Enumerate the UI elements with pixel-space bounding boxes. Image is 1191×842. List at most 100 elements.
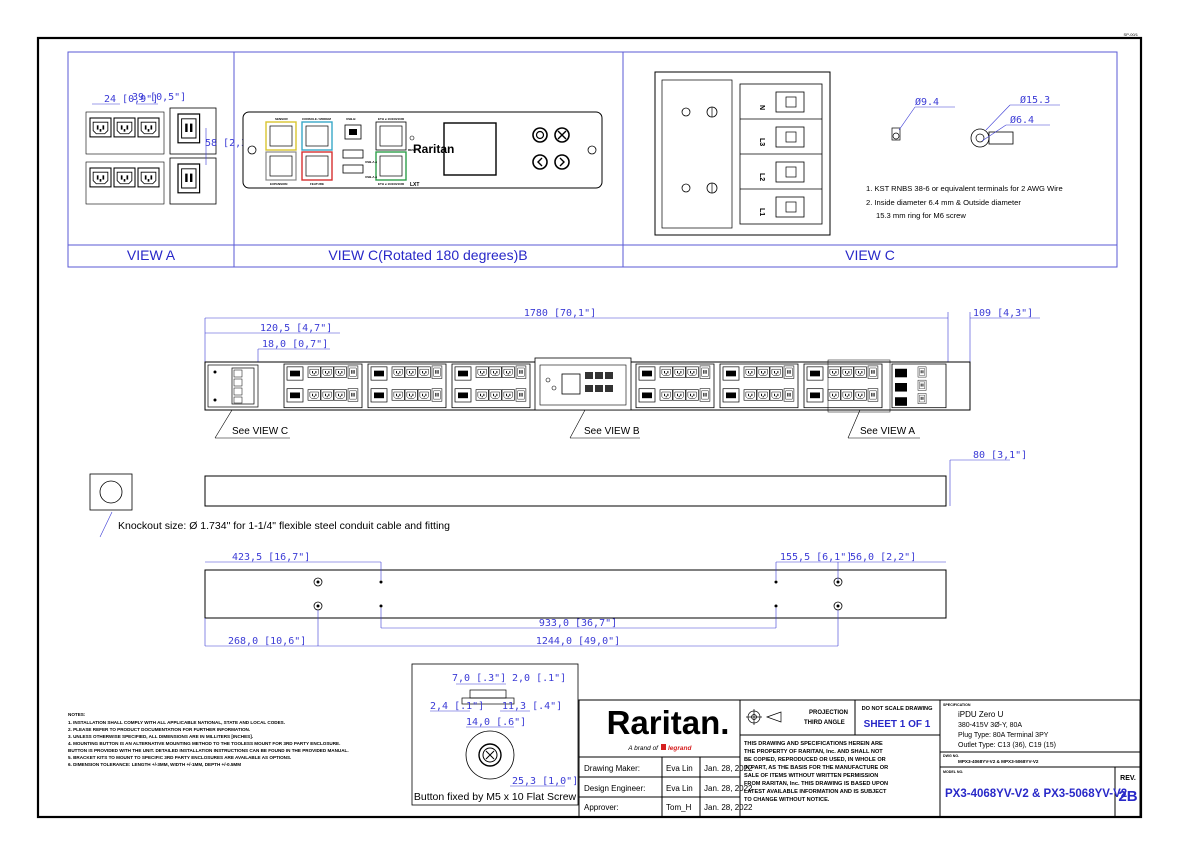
panel-label-eth2: ETH ø 10/100/1000 [378, 182, 405, 186]
disclaimer-line: BE COPIED, REPRODUCED OR USED, IN WHOLE … [744, 757, 886, 763]
panel-label-reset: RESET [408, 148, 418, 152]
row-date: Jan. 28, 2022 [704, 784, 753, 793]
note-item: 6. DIMENSION TOLERANCE: LENGTH +/-3MM, W… [68, 762, 241, 767]
terminal-label-l3: L3 [758, 138, 765, 146]
spec-line: iPDU Zero U [958, 710, 1004, 719]
note-item: BUTTON IS PROVIDED WITH THE UNIT. DETAIL… [68, 748, 349, 753]
button-dim-c: 2,4 [.1"] [430, 701, 484, 712]
diameter-small: Ø9.4 [915, 96, 939, 108]
back-dim-left-top: 423,5 [16,7"] [232, 552, 310, 563]
button-dim-d: 11,3 [.4"] [502, 701, 562, 712]
note-item: 2. PLEASE REFER TO PRODUCT DOCUMENTATION… [68, 727, 250, 732]
view-a-dim-width2: 39 [0,5"] [132, 92, 186, 103]
top-views-frame [67, 51, 1118, 268]
view-a-caption: VIEW A [127, 247, 176, 263]
diameter-large-inner: Ø6.4 [1010, 114, 1034, 126]
panel-label-usb-a1: USB-A ø [365, 160, 377, 164]
panel-label-sensor: SENSOR [275, 117, 289, 121]
spec-line: 380-415V 3Ø-Y, 80A [958, 722, 1022, 729]
title-block-logo: Raritan. [607, 704, 730, 741]
button-caption: Button fixed by M5 x 10 Flat Screw [414, 791, 577, 803]
back-dim-mount-span: 1244,0 [49,0"] [536, 636, 620, 647]
terminal-note-2: 2. Inside diameter 6.4 mm & Outside diam… [866, 198, 1021, 207]
spec-line: Plug Type: 80A Terminal 3PY [958, 732, 1049, 739]
button-dim-e: 14,0 [.6"] [466, 717, 526, 728]
panel-label-console: CONSOLE / MODEM [302, 117, 331, 121]
front-dim-terminal-offset: 18,0 [0,7"] [262, 339, 328, 350]
front-dim-overall: 1780 [70,1"] [524, 308, 596, 319]
front-dim-right-end: 109 [4,3"] [973, 308, 1033, 319]
panel-sub-brand: LXT [410, 182, 419, 188]
corner-code: SP-00/1 [1124, 32, 1139, 37]
disclaimer-text: THIS DRAWING AND SPECIFICATIONS HEREIN A… [744, 741, 888, 803]
note-item: 5. BRACKET KITS TO MOUNT TO SPECIFIC 3RD… [68, 755, 291, 760]
disclaimer-line: SALE OF ITEMS WITHOUT WRITTEN PERMISSION [744, 773, 878, 779]
pdu-back-body [204, 569, 947, 619]
terminal-label-l2: L2 [758, 173, 765, 181]
model-label: MODEL NO. [943, 770, 963, 774]
button-detail [411, 663, 579, 806]
knockout-note: Knockout size: Ø 1.734" for 1-1/4" flexi… [118, 520, 450, 532]
terminal-label-l1: L1 [758, 208, 765, 216]
sheet-number: SHEET 1 OF 1 [864, 719, 931, 730]
back-dim-left-bottom: 268,0 [10,6"] [228, 636, 306, 647]
side-dim-depth: 80 [3,1"] [973, 450, 1027, 461]
back-dim-right-edge: 56,0 [2,2"] [850, 552, 916, 563]
front-leader-lines [214, 409, 920, 439]
panel-label-feature: FEATURE [310, 182, 324, 186]
ring-terminals [891, 104, 1060, 148]
notes-list: 1. INSTALLATION SHALL COMPLY WITH ALL AP… [68, 720, 349, 767]
see-view-b-label: See VIEW B [584, 426, 640, 437]
third-angle-label: THIRD ANGLE [804, 720, 845, 726]
rev-label: REV. [1120, 775, 1136, 782]
disclaimer-line: FROM RARITAN, Inc. THIS DRAWING IS BASED… [744, 781, 888, 787]
pdu-side-body [89, 459, 1010, 538]
projection-label: PROJECTION [809, 710, 848, 716]
back-dim-right-top: 155,5 [6,1"] [780, 552, 852, 563]
row-name: Eva Lin [666, 784, 693, 793]
panel-brand-logo: Raritan [413, 142, 454, 156]
disclaimer-line: IN PART, AS THE BASIS FOR THE MANUFACTUR… [744, 765, 888, 771]
back-dim-middle: 933,0 [36,7"] [539, 618, 617, 629]
title-block-grid [578, 699, 1141, 818]
button-dim-f: 25,3 [1,0"] [512, 776, 578, 787]
panel-label-usb-b: USB-B [346, 117, 356, 121]
notes-title: NOTES: [68, 712, 86, 717]
see-view-a-label: See VIEW A [860, 426, 915, 437]
row-date: Jan. 28, 2022 [704, 764, 753, 773]
view-b-caption: VIEW C(Rotated 180 degrees)B [328, 247, 527, 263]
row-role: Approver: [584, 803, 619, 812]
disclaimer-line: TO CHANGE WITHOUT NOTICE. [744, 797, 830, 803]
pdu-front-body [204, 357, 971, 413]
revision: 2B [1118, 788, 1137, 805]
terminal-label-n: N [758, 105, 765, 110]
terminal-block [654, 71, 831, 236]
note-item: 3. UNLESS OTHERWISE SPECIFIED, ALL DIMEN… [68, 734, 253, 739]
spec-label: SPECIFICATION [943, 703, 971, 707]
terminal-note-3: 15.3 mm ring for M6 screw [876, 211, 966, 220]
view-a-dim-height: 58 [2,3"] [205, 138, 259, 149]
title-block-logo-sub: A brand of [627, 745, 659, 752]
legrand-mark-icon [661, 744, 666, 750]
do-not-scale-label: DO NOT SCALE DRAWING [862, 706, 933, 712]
row-name: Tom_H [666, 803, 692, 812]
spec-line: Outlet Type: C13 (36), C19 (15) [958, 742, 1056, 749]
title-block-legrand: legrand [668, 745, 693, 752]
panel-label-eth1: ETH ø 10/100/1000 [378, 117, 405, 121]
button-dim-a: 7,0 [.3"] [452, 673, 506, 684]
front-dim-terminal-width: 120,5 [4,7"] [260, 323, 332, 334]
row-date: Jan. 28, 2022 [704, 803, 753, 812]
dwg-label: DWG NO. [943, 754, 959, 758]
view-a-dim-width: 24 [0,9"] [104, 94, 158, 105]
diameter-large-outer: Ø15.3 [1020, 94, 1050, 106]
row-role: Drawing Maker: [584, 764, 640, 773]
view-a-outlets [85, 103, 217, 205]
projection-symbol-icon [746, 709, 782, 725]
controller-panel [242, 111, 603, 189]
terminal-note-1: 1. KST RNBS 38-6 or equivalent terminals… [866, 184, 1063, 193]
button-dim-b: 2,0 [.1"] [512, 673, 566, 684]
panel-label-usb-a2: USB-A ø [365, 175, 377, 179]
dwg-number: MPX3-4068YV-V2 & MPX3-5068YV-V2 [958, 759, 1039, 764]
row-name: Eva Lin [666, 764, 693, 773]
front-view-dim-lines [204, 312, 1040, 362]
